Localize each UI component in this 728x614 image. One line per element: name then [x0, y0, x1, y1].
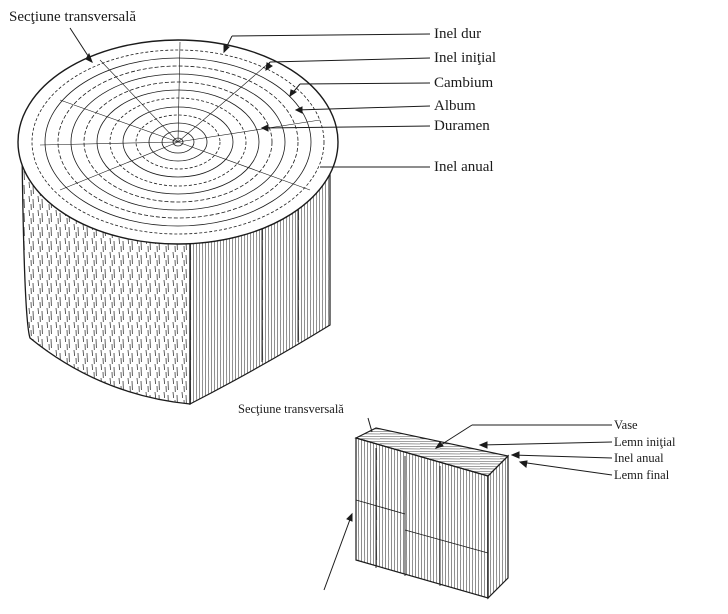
label-block-inel-anual: Inel anual	[614, 451, 664, 465]
label-inel-initial: Inel iniţial	[434, 50, 497, 66]
block-leaders	[323, 417, 613, 591]
label-cambium: Cambium	[434, 75, 494, 91]
block-top	[354, 427, 510, 477]
label-lemn-initial: Lemn iniţial	[614, 435, 676, 449]
label-vase: Vase	[614, 418, 638, 432]
label-lemn-final: Lemn final	[614, 468, 670, 482]
block-side	[487, 454, 509, 600]
medullary-rays	[39, 41, 321, 191]
log-illustration	[17, 39, 339, 405]
label-duramen: Duramen	[434, 118, 490, 134]
log-cross-section-label: Secţiune transversală	[9, 9, 137, 25]
label-inel-anual: Inel anual	[434, 159, 494, 175]
label-inel-dur: Inel dur	[434, 26, 482, 42]
growth-rings	[31, 49, 325, 235]
label-album: Album	[434, 98, 476, 114]
log-leaders	[69, 27, 431, 168]
block-cross-section-label: Secţiune transversală	[238, 402, 344, 416]
block-illustration	[354, 427, 510, 600]
